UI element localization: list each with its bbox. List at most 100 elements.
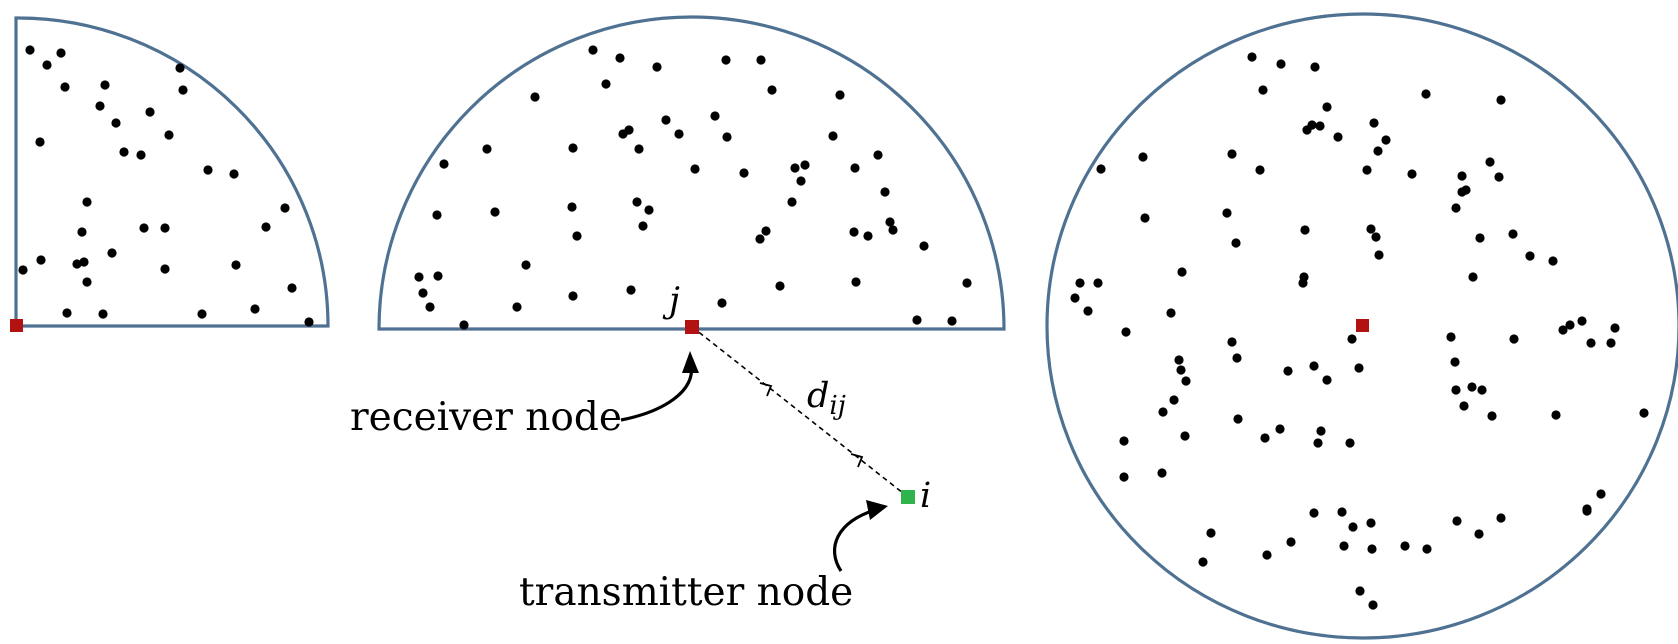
node-dot: [1369, 118, 1379, 128]
half-disk-dots: [414, 45, 972, 330]
node-dot: [35, 137, 45, 147]
node-dot: [947, 316, 957, 326]
node-dot: [432, 210, 442, 220]
node-dot: [280, 203, 290, 213]
node-dot: [634, 144, 644, 154]
transmitter-node-i: [901, 490, 915, 504]
node-dot: [25, 45, 35, 55]
node-dot: [229, 169, 239, 179]
node-dot: [1421, 89, 1431, 99]
node-dot: [1366, 518, 1376, 528]
node-dot: [160, 223, 170, 233]
node-dot: [1083, 306, 1093, 316]
node-dot: [82, 197, 92, 207]
node-dot: [414, 272, 424, 282]
node-dot: [1339, 541, 1349, 551]
node-dot: [1354, 363, 1364, 373]
node-dot: [111, 118, 121, 128]
node-dot: [512, 302, 522, 312]
node-dot: [197, 309, 207, 319]
node-dot: [418, 288, 428, 298]
distance-symbol: d: [807, 376, 829, 416]
node-dot: [62, 308, 72, 318]
node-dot: [1606, 338, 1616, 348]
node-dot: [95, 101, 105, 111]
node-dot: [164, 130, 174, 140]
node-dot: [1496, 95, 1506, 105]
node-dot: [1347, 334, 1357, 344]
node-dot: [567, 202, 577, 212]
node-dot: [1140, 213, 1150, 223]
link-arrowhead-upper: [759, 382, 773, 397]
node-dot: [1176, 365, 1186, 375]
receiver-index-label: j: [662, 281, 680, 321]
node-dot: [1119, 472, 1129, 482]
node-dot: [1407, 169, 1417, 179]
node-dot: [1260, 433, 1270, 443]
node-dot: [1474, 529, 1484, 539]
node-dot: [618, 129, 628, 139]
node-dot: [638, 221, 648, 231]
node-dot: [1509, 334, 1519, 344]
node-dot: [1121, 327, 1131, 337]
node-dot: [521, 260, 531, 270]
node-dot: [1198, 557, 1208, 567]
node-dot: [1459, 401, 1469, 411]
node-dot: [82, 277, 92, 287]
node-dot: [790, 163, 800, 173]
node-dot: [36, 255, 46, 265]
node-dot: [722, 132, 732, 142]
node-dot: [644, 205, 654, 215]
node-dot: [912, 315, 922, 325]
node-dot: [1181, 376, 1191, 386]
node-dot: [1446, 332, 1456, 342]
node-dot: [1373, 146, 1383, 156]
node-dot: [1496, 513, 1506, 523]
node-dot: [1300, 225, 1310, 235]
full-disk-receiver-node: [1356, 319, 1369, 332]
node-dot: [1227, 337, 1237, 347]
node-dot: [160, 264, 170, 274]
node-dot: [459, 320, 469, 330]
node-dot: [1310, 62, 1320, 72]
node-dot: [1231, 238, 1241, 248]
node-dot: [1157, 468, 1167, 478]
node-dot: [1258, 85, 1268, 95]
quarter-disk-region: [10, 16, 330, 332]
node-dot: [885, 217, 895, 227]
node-dot: [652, 62, 662, 72]
transmitter-callout-arrowhead: [866, 500, 888, 520]
node-dot: [1348, 522, 1358, 532]
receiver-node-label: receiver node: [350, 395, 622, 440]
node-dot: [139, 223, 149, 233]
node-dot: [1494, 172, 1504, 182]
node-dot: [42, 60, 52, 70]
node-dot: [1096, 164, 1106, 174]
node-dot: [1461, 185, 1471, 195]
node-dot: [661, 115, 671, 125]
node-dot: [1227, 149, 1237, 159]
node-dot: [287, 283, 297, 293]
receiver-callout-arrow: [620, 363, 694, 422]
node-dot: [1457, 171, 1467, 181]
node-dot: [690, 164, 700, 174]
full-disk-outline: [1045, 12, 1678, 640]
node-dot: [1180, 431, 1190, 441]
transmitter-callout-arrow: [832, 508, 876, 572]
node-dot: [572, 231, 582, 241]
node-dot: [1451, 203, 1461, 213]
node-dot: [1467, 382, 1477, 392]
node-dot: [863, 231, 873, 241]
node-dot: [1247, 52, 1257, 62]
node-dot: [1283, 366, 1293, 376]
node-dot: [250, 304, 260, 314]
node-dot: [231, 260, 241, 270]
node-dot: [1337, 507, 1347, 517]
node-dot: [1286, 537, 1296, 547]
node-dot: [1166, 308, 1176, 318]
node-dot: [601, 79, 611, 89]
node-dot: [1315, 121, 1325, 131]
node-dot: [1381, 135, 1391, 145]
node-dot: [1548, 256, 1558, 266]
receiver-callout: receiver node: [350, 351, 699, 440]
